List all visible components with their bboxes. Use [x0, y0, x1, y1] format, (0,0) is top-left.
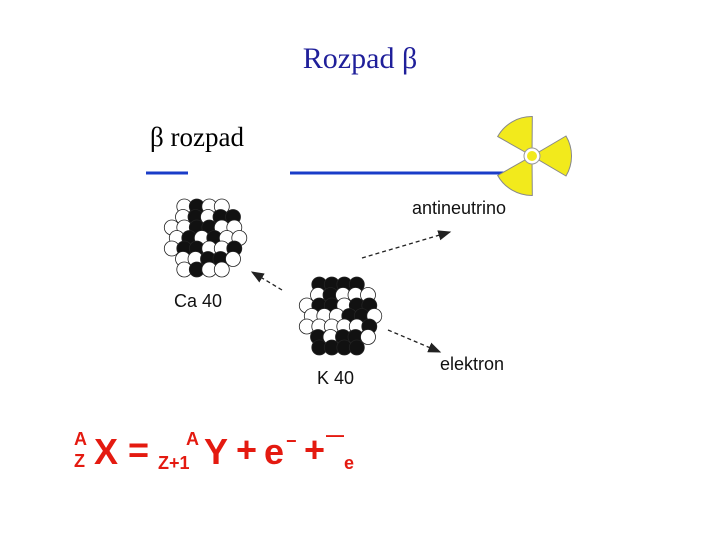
atomic-number-z: Z — [74, 452, 85, 470]
arrow-to-antineutrino — [362, 232, 450, 258]
nucleus-ca40 — [164, 199, 247, 277]
label-antineutrino: antineutrino — [412, 198, 506, 219]
arrow-to-electron — [388, 330, 440, 352]
equals-sign: = — [128, 432, 149, 468]
plus-sign-2: + — [304, 432, 325, 468]
electron-charge: − — [286, 432, 297, 450]
daughter-atomic-number: Z+1 — [158, 454, 190, 472]
daughter-symbol: Y — [204, 434, 228, 470]
antineutrino-bar: — — [326, 426, 344, 444]
nucleon — [226, 252, 241, 267]
nucleon — [214, 262, 229, 277]
nucleon — [349, 340, 364, 355]
electron-symbol: e — [264, 434, 284, 470]
decay-equation: A Z X = A Z+1 Y + e − + — e — [70, 428, 390, 478]
arrow-to-ca — [252, 272, 282, 290]
plus-sign-1: + — [236, 432, 257, 468]
label-k40: K 40 — [317, 368, 354, 389]
radiation-hazard-icon — [495, 112, 572, 200]
label-ca40: Ca 40 — [174, 291, 222, 312]
daughter-mass-number: A — [186, 430, 199, 448]
mass-number-a: A — [74, 430, 87, 448]
parent-symbol: X — [94, 434, 118, 470]
label-electron: elektron — [440, 354, 504, 375]
nucleus-k40 — [299, 277, 382, 355]
nucleon — [361, 330, 376, 345]
antineutrino-subscript: e — [344, 454, 354, 472]
